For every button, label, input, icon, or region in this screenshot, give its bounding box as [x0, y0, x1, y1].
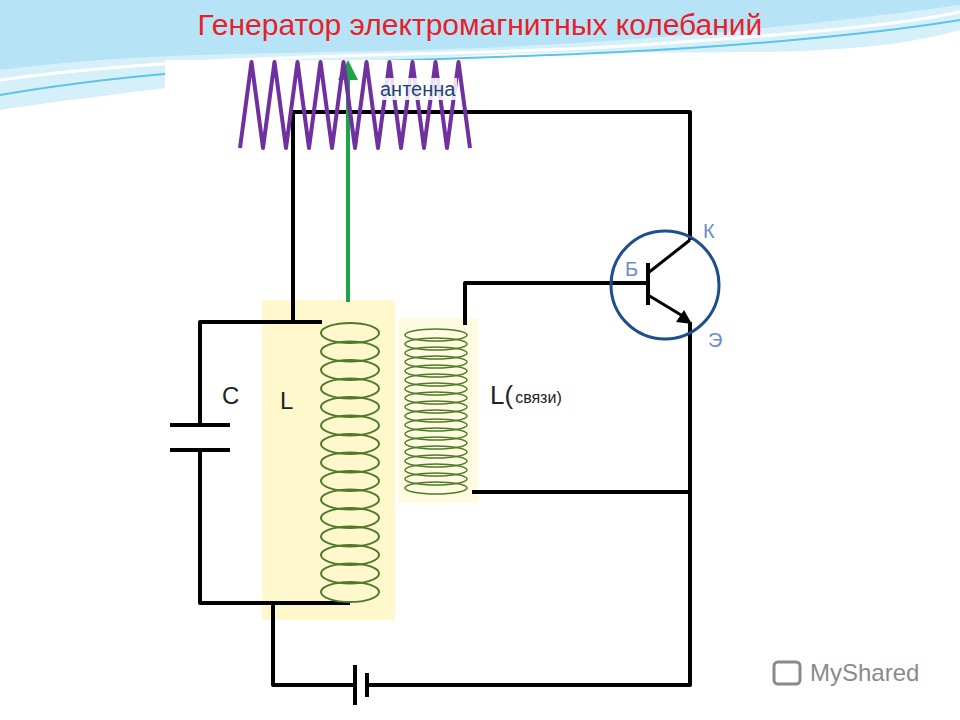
battery-symbol: [355, 665, 367, 705]
capacitor-label: C: [220, 383, 241, 409]
base-label: Б: [623, 258, 640, 280]
wires: [200, 112, 690, 685]
watermark-icon: [774, 662, 800, 684]
collector-label: К: [701, 220, 717, 242]
coil-l: [321, 323, 379, 602]
transistor-symbol: [611, 231, 719, 339]
picture-ground: [165, 60, 735, 700]
capacitor-symbol: [170, 425, 230, 450]
coil-label: L: [278, 388, 295, 414]
slide-title: Генератор электромагнитных колебаний: [198, 10, 763, 40]
coupling-ground: [398, 318, 478, 503]
em-wave: [240, 62, 470, 148]
coupling-coil-label: L(: [488, 381, 515, 409]
watermark: MyShared: [808, 660, 921, 686]
coupling-coil-label: связи): [513, 389, 564, 407]
coupling-coil: [405, 329, 467, 494]
antenna-label: антенна: [378, 78, 457, 100]
emitter-label: Э: [706, 329, 724, 351]
coil-ground: [262, 300, 395, 620]
